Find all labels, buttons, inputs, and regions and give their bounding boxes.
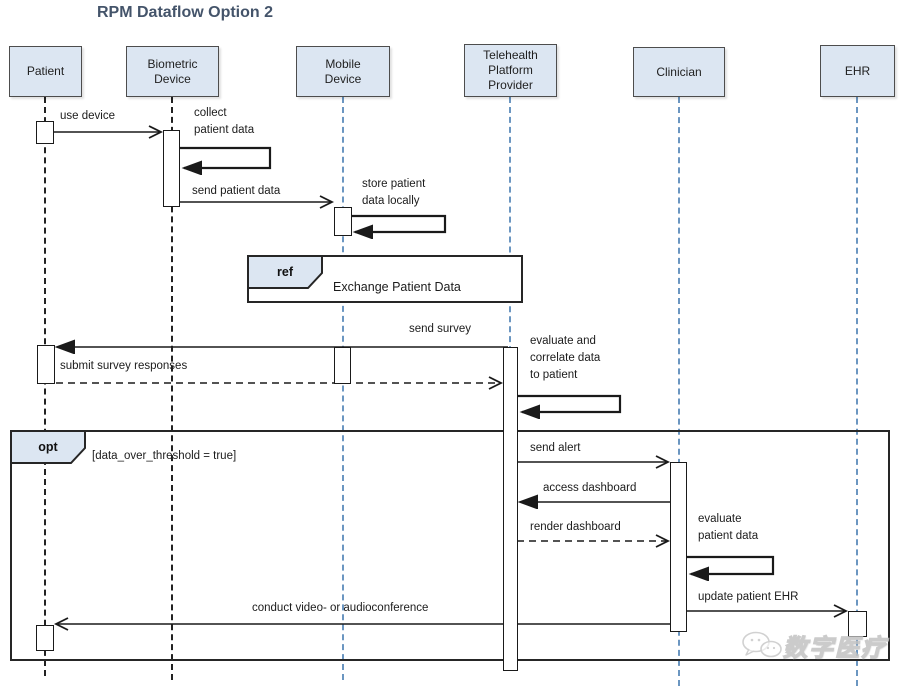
lifeline-patient xyxy=(44,97,46,676)
lifeline-clinician xyxy=(678,97,680,686)
actor-ehr: EHR xyxy=(820,45,895,97)
activation-ehr-act-1 xyxy=(848,611,867,637)
label-send-alert: send alert xyxy=(530,442,581,454)
actor-patient: Patient xyxy=(9,46,82,97)
activation-telehealth-act-1 xyxy=(503,347,518,671)
label-store-patient-data: store patient data locally xyxy=(362,178,426,207)
actor-mobile-device: Mobile Device xyxy=(296,46,390,97)
diagram-title: RPM Dataflow Option 2 xyxy=(97,4,273,21)
label-access-dashboard: access dashboard xyxy=(543,482,637,494)
fragment-ref-exchange: ref xyxy=(247,255,523,303)
activation-mobile-act-2 xyxy=(334,347,351,384)
message-evaluate-correlate xyxy=(518,394,622,412)
actor-clinician: Clinician xyxy=(633,47,725,97)
activation-mobile-act-1 xyxy=(334,207,352,236)
wechat-bubbles-icon xyxy=(742,631,782,657)
actor-telehealth-platform-provider: Telehealth Platform Provider xyxy=(464,44,557,97)
label-collect-patient-data: collect patient data xyxy=(194,107,255,136)
label-use-device: use device xyxy=(60,110,115,122)
activation-patient-act-3 xyxy=(36,625,54,651)
fragment-pentagon-ref xyxy=(247,255,323,289)
label-submit-survey-responses: submit survey responses xyxy=(60,360,188,372)
lifeline-biometric-device xyxy=(171,97,173,680)
activation-patient-act-1 xyxy=(36,121,54,144)
activation-clinician-act-1 xyxy=(670,462,687,632)
lifeline-mobile-device xyxy=(342,97,344,680)
watermark: 数字医疗 xyxy=(741,628,887,663)
watermark-text: 数字医疗 xyxy=(782,634,887,662)
fragment-opt-threshold: opt xyxy=(10,430,890,661)
message-collect-patient-data xyxy=(180,146,272,168)
label-exchange-patient-data: Exchange Patient Data xyxy=(333,280,461,294)
fragment-pentagon-opt xyxy=(10,430,86,464)
activation-patient-act-2 xyxy=(37,345,55,384)
message-store-patient-data xyxy=(351,214,447,232)
label-update-patient-ehr: update patient EHR xyxy=(698,591,799,603)
activation-biometric-act-1 xyxy=(163,130,180,207)
label-send-patient-data: send patient data xyxy=(192,185,281,197)
fragment-operator-opt: opt xyxy=(38,440,58,454)
label-opt-guard: [data_over_threshold = true] xyxy=(92,450,237,462)
lifeline-ehr xyxy=(856,97,858,686)
label-evaluate-correlate: evaluate and correlate data to patient xyxy=(530,335,601,381)
label-conduct-conference: conduct video- or audioconference xyxy=(252,602,429,614)
label-render-dashboard: render dashboard xyxy=(530,521,621,533)
actor-biometric-device: Biometric Device xyxy=(126,46,219,97)
fragment-operator-ref: ref xyxy=(277,265,293,279)
label-evaluate-patient-data: evaluate patient data xyxy=(698,513,759,542)
message-evaluate-patient-data xyxy=(687,555,775,574)
label-send-survey: send survey xyxy=(409,323,472,335)
